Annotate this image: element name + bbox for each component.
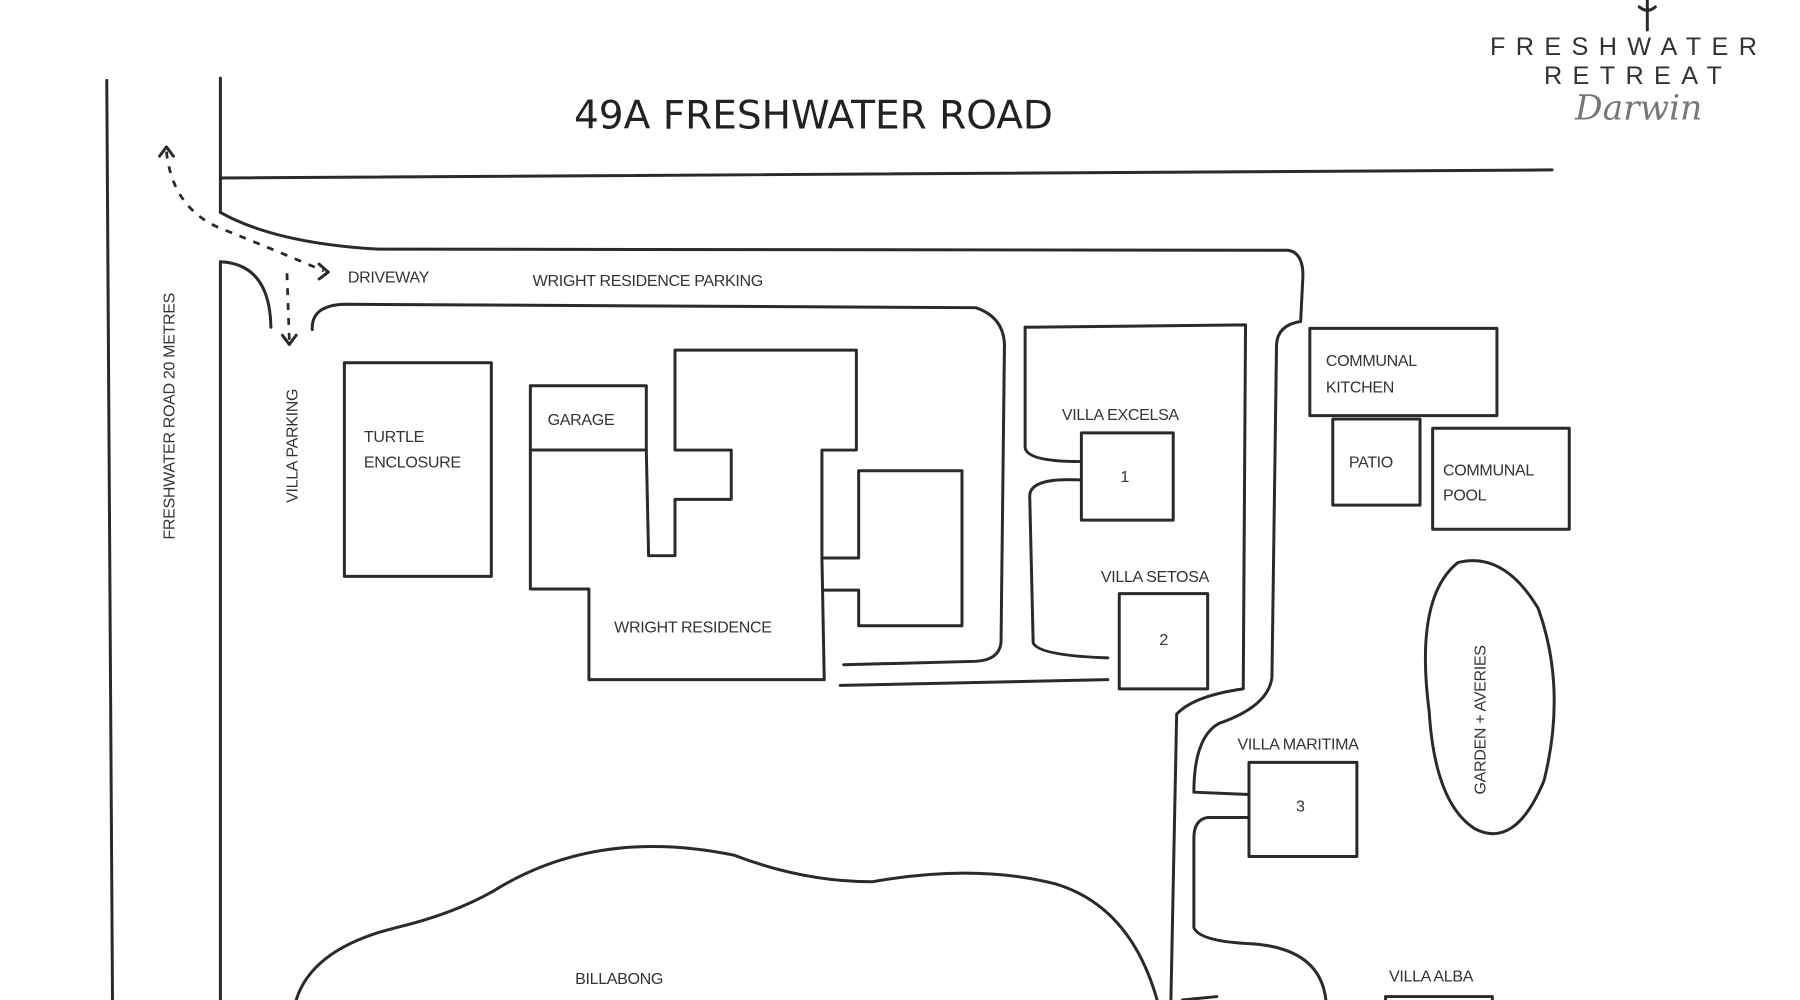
label-wright-residence: WRIGHT RESIDENCE xyxy=(614,619,772,637)
label-turtle-1: TURTLE xyxy=(364,428,425,446)
logo-line1: FRESHWATER xyxy=(1490,33,1767,61)
palm-tree-icon xyxy=(228,727,314,816)
label-villa-parking: VILLA PARKING xyxy=(283,389,301,503)
palm-tree-icon xyxy=(400,836,486,925)
arrow-up-icon xyxy=(158,145,175,158)
logo: FRESHWATER RETREAT Darwin xyxy=(1490,0,1767,128)
villa-parking-arrow-path xyxy=(285,273,291,340)
label-villa-setosa-num: 2 xyxy=(1159,631,1168,649)
label-villa-maritima: VILLA MARITIMA xyxy=(1238,736,1360,754)
label-pool-2: POOL xyxy=(1443,487,1487,505)
palm-tree-icon xyxy=(900,326,985,414)
label-driveway: DRIVEWAY xyxy=(348,268,430,286)
villa-maritima xyxy=(1247,760,1359,858)
arrow-down-icon xyxy=(280,333,298,346)
logo-script: Darwin xyxy=(1574,88,1702,128)
label-villa-alba: VILLA ALBA xyxy=(1389,968,1474,986)
label-villa-maritima-num: 3 xyxy=(1296,798,1305,816)
palm-tree-icon xyxy=(1032,685,1117,773)
villa-excelsa xyxy=(1079,431,1175,522)
roads xyxy=(105,76,1554,1000)
communal-kitchen xyxy=(1308,326,1499,418)
logo-line2: RETREAT xyxy=(1544,62,1732,90)
label-wright-parking: WRIGHT RESIDENCE PARKING xyxy=(533,272,763,290)
wright-residence xyxy=(528,348,964,682)
communal-pool xyxy=(1431,426,1571,531)
turtle-enclosure xyxy=(342,361,493,578)
label-pool-1: COMMUNAL xyxy=(1443,461,1534,479)
driveway-arrow-path xyxy=(165,151,325,273)
label-villa-setosa: VILLA SETOSA xyxy=(1101,568,1210,586)
label-kitchen-1: COMMUNAL xyxy=(1326,352,1417,370)
patio xyxy=(1331,417,1422,507)
palm-tree-icon xyxy=(1296,513,1381,601)
palm-tree-icon xyxy=(1454,851,1540,940)
label-turtle-2: ENCLOSURE xyxy=(364,453,461,471)
label-freshwater-road: FRESHWATER ROAD 20 METRES xyxy=(160,293,178,540)
label-villa-excelsa: VILLA EXCELSA xyxy=(1062,406,1180,424)
logo-tree-icon xyxy=(1637,0,1657,32)
label-garden: GARDEN + AVERIES xyxy=(1471,645,1489,794)
label-kitchen-2: KITCHEN xyxy=(1326,379,1394,397)
label-garage: GARAGE xyxy=(548,411,615,429)
label-patio: PATIO xyxy=(1349,453,1393,471)
label-villa-excelsa-num: 1 xyxy=(1120,468,1129,486)
garden-averies xyxy=(1423,559,1556,836)
billabong xyxy=(294,845,1159,1000)
arrow-right-icon xyxy=(317,262,330,281)
villa-setosa xyxy=(1117,592,1210,691)
map-title: 49A FRESHWATER ROAD xyxy=(574,94,1053,139)
label-billabong: BILLABONG xyxy=(575,970,663,988)
villa-alba xyxy=(1384,995,1494,1000)
structure-partial xyxy=(1180,995,1219,1000)
